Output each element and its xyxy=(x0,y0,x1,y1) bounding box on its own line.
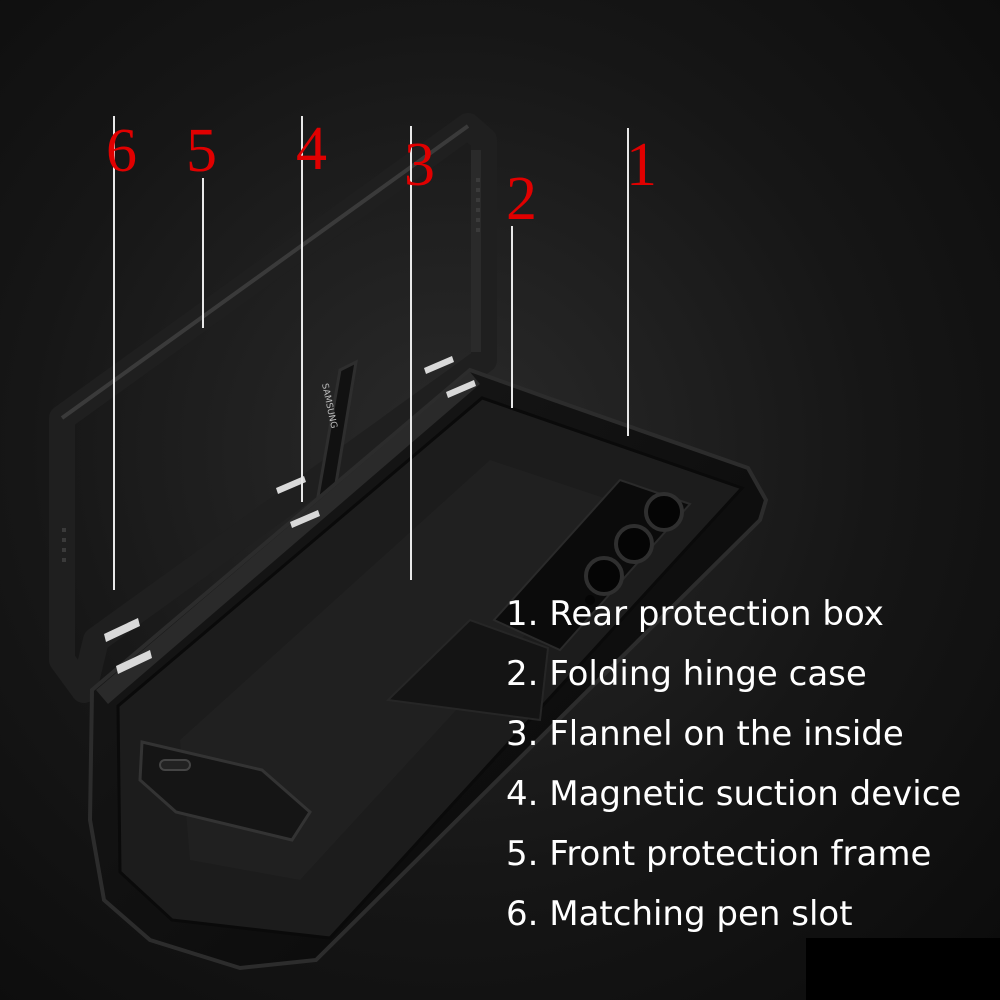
callout-6: 6 xyxy=(106,117,137,185)
feature-item-3: 3. Flannel on the inside xyxy=(506,714,904,754)
feature-list: 1. Rear protection box 2. Folding hinge … xyxy=(506,584,961,944)
leader-line-1 xyxy=(627,128,629,436)
magnetic-strips xyxy=(104,356,476,674)
callout-1: 1 xyxy=(626,131,657,199)
callout-4: 4 xyxy=(296,115,327,183)
leader-line-5 xyxy=(202,178,204,328)
feature-item-2: 2. Folding hinge case xyxy=(506,654,867,694)
leader-line-2 xyxy=(511,226,513,408)
rear-protection-box xyxy=(87,367,769,971)
leader-line-3 xyxy=(410,126,412,580)
leader-line-4 xyxy=(301,116,303,502)
feature-item-6: 6. Matching pen slot xyxy=(506,894,853,934)
leader-line-6 xyxy=(113,116,115,590)
feature-item-1: 1. Rear protection box xyxy=(506,594,884,634)
callout-2: 2 xyxy=(506,165,537,233)
callout-3: 3 xyxy=(404,131,435,199)
callout-5: 5 xyxy=(186,117,217,185)
feature-item-4: 4. Magnetic suction device xyxy=(506,774,962,814)
front-protection-frame xyxy=(49,113,497,703)
feature-item-5: 5. Front protection frame xyxy=(506,834,932,874)
bottom-black-bar xyxy=(806,938,1000,1000)
